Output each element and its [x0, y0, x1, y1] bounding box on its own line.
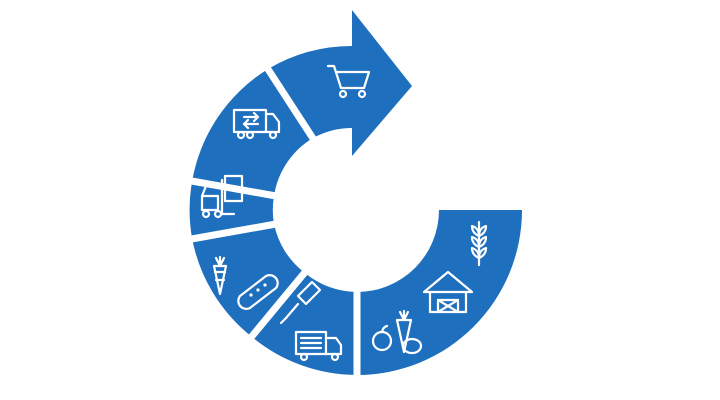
- segment-food-processing: [192, 224, 305, 337]
- transport-truck-icon: [232, 108, 281, 140]
- agriculture-wheat-barn-produce-icon: [371, 220, 488, 355]
- warehouse-forklift-icon: [200, 174, 244, 219]
- segment-meat-processing: [252, 273, 357, 375]
- food-processing-sausage-carrot-icon: [212, 255, 279, 310]
- meat-processing-cleaver-truck-icon: [279, 280, 343, 362]
- retail-shopping-cart-icon: [326, 64, 371, 99]
